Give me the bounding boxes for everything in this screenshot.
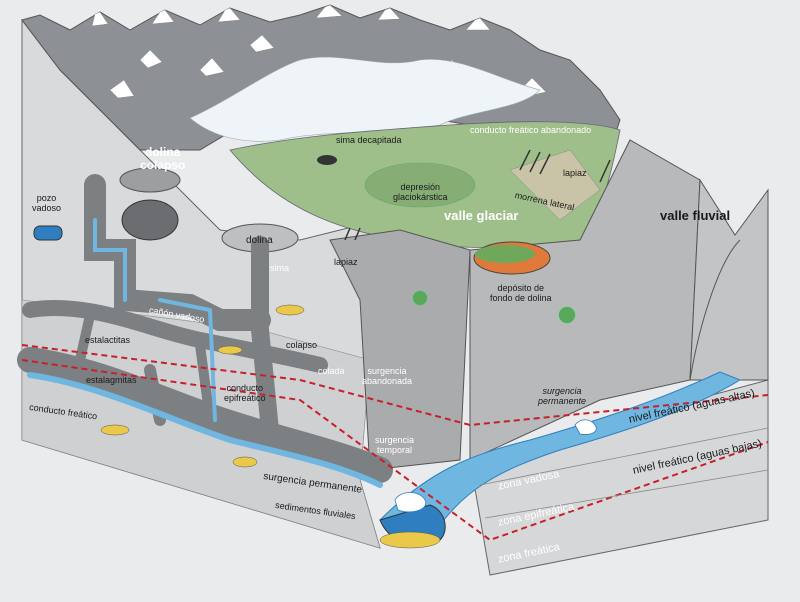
label-conducto-epifreatico: conducto epifreático <box>224 383 266 403</box>
water-table-high <box>21 344 769 427</box>
underground-water <box>27 218 383 488</box>
label-depresion: depresión glaciokárstica <box>393 182 448 202</box>
river-sediments <box>379 531 441 549</box>
label-valle-fluvial: valle fluvial <box>660 208 731 223</box>
label-estalagmitas: estalagmitas <box>86 375 137 385</box>
label-surgencia-abandonada: surgencia abandonada <box>362 366 413 386</box>
doline-colapso-surface <box>119 167 181 193</box>
sima-decapitada-hole <box>317 155 337 165</box>
waterfall-icon <box>394 419 597 513</box>
label-dolina: dolina <box>246 235 273 246</box>
valley-cliff-left <box>329 229 471 471</box>
label-lapiaz-top: lapiaz <box>563 168 587 178</box>
doline-deposit-green <box>475 245 535 263</box>
label-colapso: colapso <box>286 340 318 350</box>
river-surface <box>379 371 742 541</box>
label-colada: colada <box>318 366 345 376</box>
water-table-low <box>21 359 769 542</box>
label-valle-glaciar: valle glaciar <box>444 208 519 223</box>
label-sima-decapitada: sima decapitada <box>336 135 402 145</box>
label-conducto-abandonado: conducto freático abandonado <box>470 125 592 135</box>
label-lapiaz-mid: lapiaz <box>334 257 358 267</box>
label-sima: sima <box>270 263 290 273</box>
pozo-vadoso-pool <box>33 225 63 241</box>
label-dolina-colapso: dolina colapso <box>140 145 186 172</box>
zone-divider-1 <box>479 427 769 486</box>
label-surgencia-permanente-right: surgencia permanente <box>538 386 587 406</box>
label-estalactitas: estalactitas <box>85 335 131 345</box>
glaciokarst-depression <box>364 162 476 208</box>
zone-divider-2 <box>484 469 769 519</box>
fluvial-valley-wall <box>689 239 741 381</box>
shrub-icon <box>412 290 576 324</box>
label-pozo-vadoso: pozo vadoso <box>32 193 62 213</box>
label-deposito: depósito de fondo de dolina <box>490 283 552 303</box>
sediment-pockets <box>100 304 305 468</box>
collapse-boulders <box>121 199 179 241</box>
glacier <box>189 56 541 142</box>
lapiaz-marks <box>344 149 611 241</box>
label-surgencia-temporal: surgencia temporal <box>375 435 415 455</box>
